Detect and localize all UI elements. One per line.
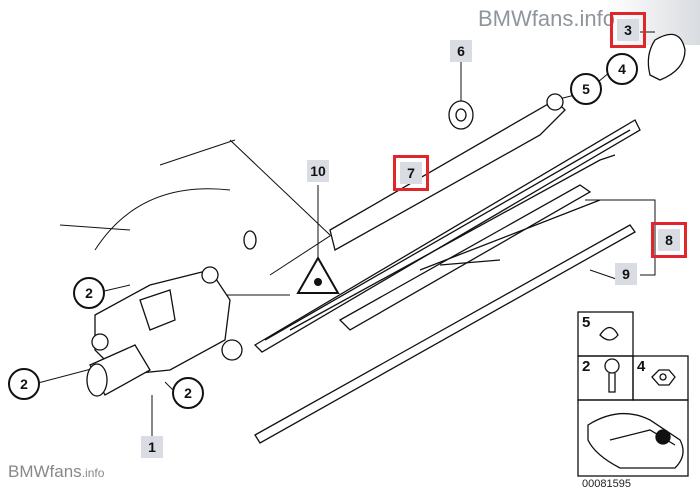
callout-8[interactable]: 8	[651, 222, 687, 258]
callout-10[interactable]: 10	[307, 160, 329, 182]
callout-2-right[interactable]: 2	[172, 377, 204, 409]
wiper-motor	[86, 266, 243, 397]
watermark-suffix: .info	[81, 466, 105, 480]
grommet	[243, 230, 257, 250]
watermark-top: BMWfans.info	[478, 6, 615, 31]
legend-washer-number: 5	[582, 314, 591, 331]
diagram-part-number: 00081595	[582, 478, 631, 490]
callout-2-left[interactable]: 2	[8, 368, 40, 400]
callout-1[interactable]: 1	[141, 436, 163, 458]
callout-6[interactable]: 6	[450, 40, 472, 62]
watermark-brand: BMWfans	[8, 462, 82, 481]
callout-9[interactable]: 9	[615, 263, 637, 285]
wiper-arm	[329, 99, 566, 251]
legend-nut-number: 4	[637, 358, 646, 375]
watermark-bottom: BMWfans.info	[8, 462, 104, 482]
wiper-rubber	[254, 224, 636, 444]
warning-gear-icon	[314, 278, 322, 286]
cap-nut	[448, 100, 474, 130]
callout-5[interactable]: 5	[570, 73, 602, 105]
callout-4[interactable]: 4	[606, 53, 638, 85]
callout-7[interactable]: 7	[393, 155, 429, 191]
warning-triangle-icon	[296, 255, 340, 294]
legend-screw-number: 2	[582, 358, 591, 375]
tailgate-outline	[59, 139, 331, 251]
wiper-blade	[253, 119, 641, 353]
callout-3[interactable]: 3	[610, 12, 646, 48]
car-icon	[587, 412, 684, 469]
arm-cap	[647, 33, 686, 81]
legend-box	[577, 311, 689, 477]
callout-2-top[interactable]: 2	[73, 277, 105, 309]
